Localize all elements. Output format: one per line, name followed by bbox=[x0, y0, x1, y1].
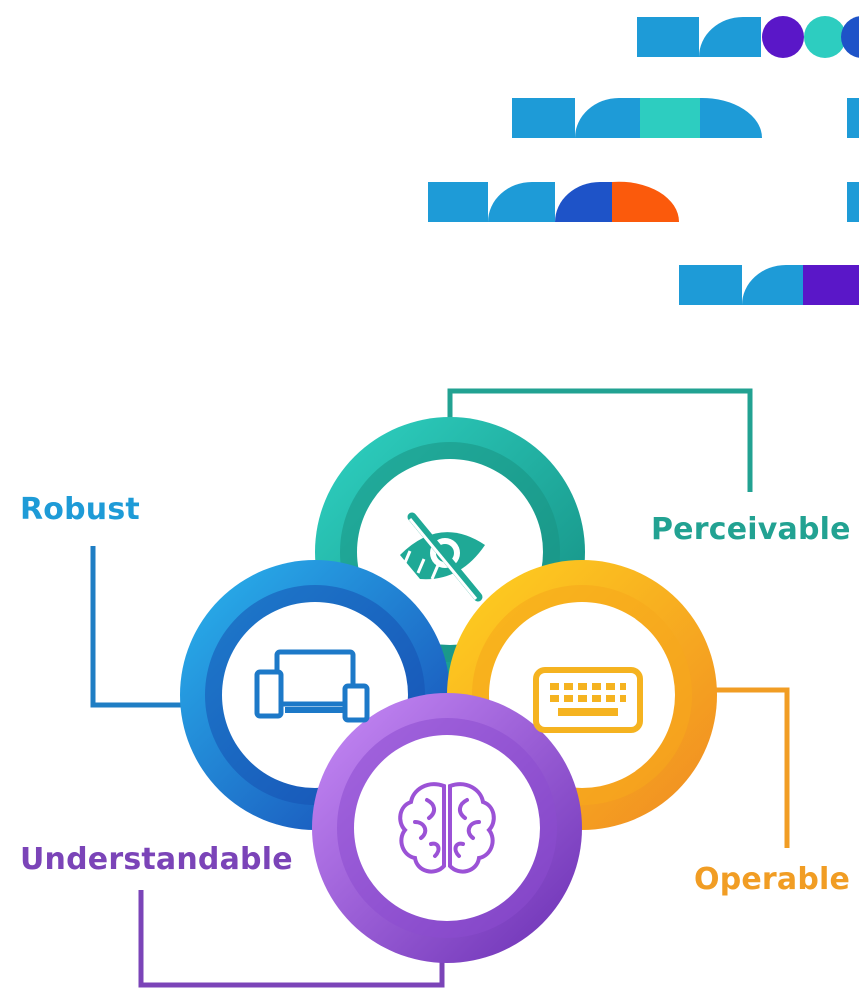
operable-connector bbox=[712, 687, 790, 848]
perceivable-connector bbox=[447, 388, 753, 492]
understandable-label: Understandable bbox=[20, 842, 293, 877]
perceivable-label: Perceivable bbox=[651, 512, 851, 547]
eye-slash-icon bbox=[400, 512, 485, 602]
operable-label: Operable bbox=[694, 862, 851, 897]
understandable-connector bbox=[138, 890, 445, 988]
devices-icon bbox=[254, 649, 370, 723]
robust-connector bbox=[90, 546, 185, 708]
understandable-ring bbox=[312, 693, 582, 963]
decorative-shapes bbox=[428, 16, 859, 305]
brain-icon bbox=[398, 782, 496, 874]
keyboard-icon bbox=[533, 667, 643, 733]
robust-label: Robust bbox=[20, 492, 140, 527]
